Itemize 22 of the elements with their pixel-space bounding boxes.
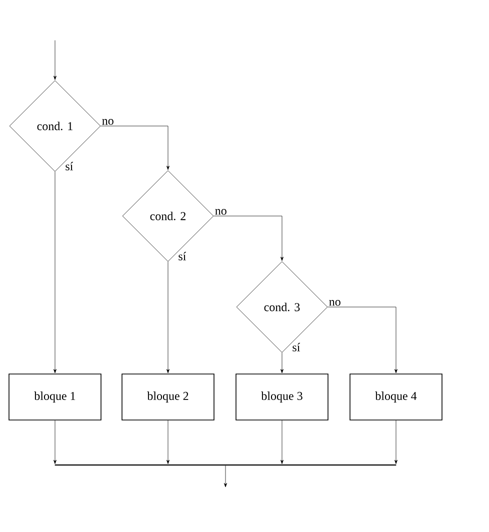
arrow (100, 126, 170, 170)
arrow (166, 420, 170, 464)
arrow (166, 262, 170, 374)
process-box: bloque 4 (350, 374, 442, 420)
arrow (53, 172, 56, 374)
edge-label: sí (292, 342, 300, 352)
process-box: bloque 3 (236, 374, 328, 420)
arrow (280, 352, 284, 374)
process-box: bloque 2 (122, 374, 214, 420)
edge-label: no (102, 119, 114, 125)
edge-label: no (215, 209, 226, 215)
edge-label: sí (178, 252, 186, 260)
arrow (328, 306, 398, 374)
arrow (280, 420, 284, 464)
arrow (53, 40, 56, 80)
process-box: bloque 1 (8, 374, 102, 420)
arrow (53, 420, 56, 464)
edge-label: sí (66, 162, 74, 170)
arrow (394, 420, 398, 464)
edge-label: no (329, 300, 340, 306)
arrow (214, 216, 284, 261)
arrow (224, 465, 227, 488)
